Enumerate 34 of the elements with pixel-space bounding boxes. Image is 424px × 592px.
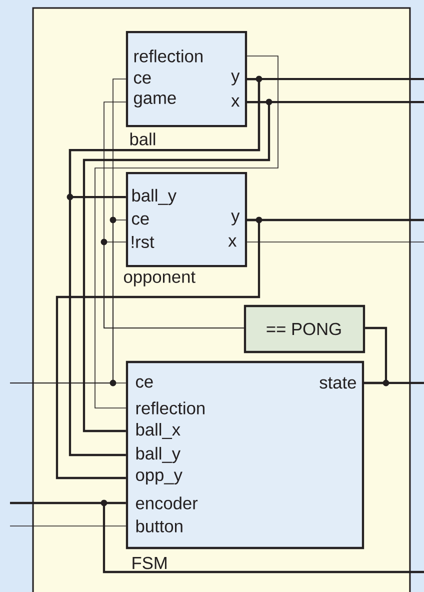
port-label: y bbox=[231, 72, 240, 86]
port-label: ball_y bbox=[136, 446, 180, 464]
port-label: reflection bbox=[136, 402, 204, 414]
port-label: ce bbox=[134, 74, 151, 84]
module-box bbox=[124, 172, 248, 286]
port-label: ce bbox=[136, 378, 153, 388]
wire bbox=[10, 502, 126, 504]
wire bbox=[94, 56, 278, 408]
port-label: x bbox=[228, 237, 237, 247]
comparator-box bbox=[244, 304, 366, 354]
port-label: button bbox=[136, 520, 182, 532]
port-label: encoder bbox=[136, 496, 198, 510]
wire bbox=[104, 242, 244, 328]
port-label: state bbox=[320, 377, 356, 389]
port-label: opp_y bbox=[136, 472, 182, 484]
module-name: FSM bbox=[132, 556, 166, 570]
module-name: ball bbox=[130, 132, 156, 146]
module-box bbox=[126, 360, 364, 570]
port-label: x bbox=[231, 97, 240, 107]
port-label: ball_x bbox=[136, 423, 180, 439]
box-label: == PONG bbox=[266, 322, 341, 336]
wire bbox=[364, 326, 388, 384]
wire bbox=[68, 78, 260, 456]
port-label: !rst bbox=[132, 236, 154, 248]
wire bbox=[82, 100, 270, 432]
port-label: y bbox=[231, 212, 240, 226]
module-name: opponent bbox=[124, 272, 196, 286]
wire bbox=[56, 218, 260, 480]
port-label: game bbox=[134, 94, 176, 108]
port-label: ce bbox=[132, 215, 149, 225]
wire bbox=[10, 78, 126, 384]
port-label: reflection bbox=[134, 50, 202, 62]
module-box bbox=[126, 30, 248, 146]
port-label: ball_y bbox=[132, 188, 176, 206]
